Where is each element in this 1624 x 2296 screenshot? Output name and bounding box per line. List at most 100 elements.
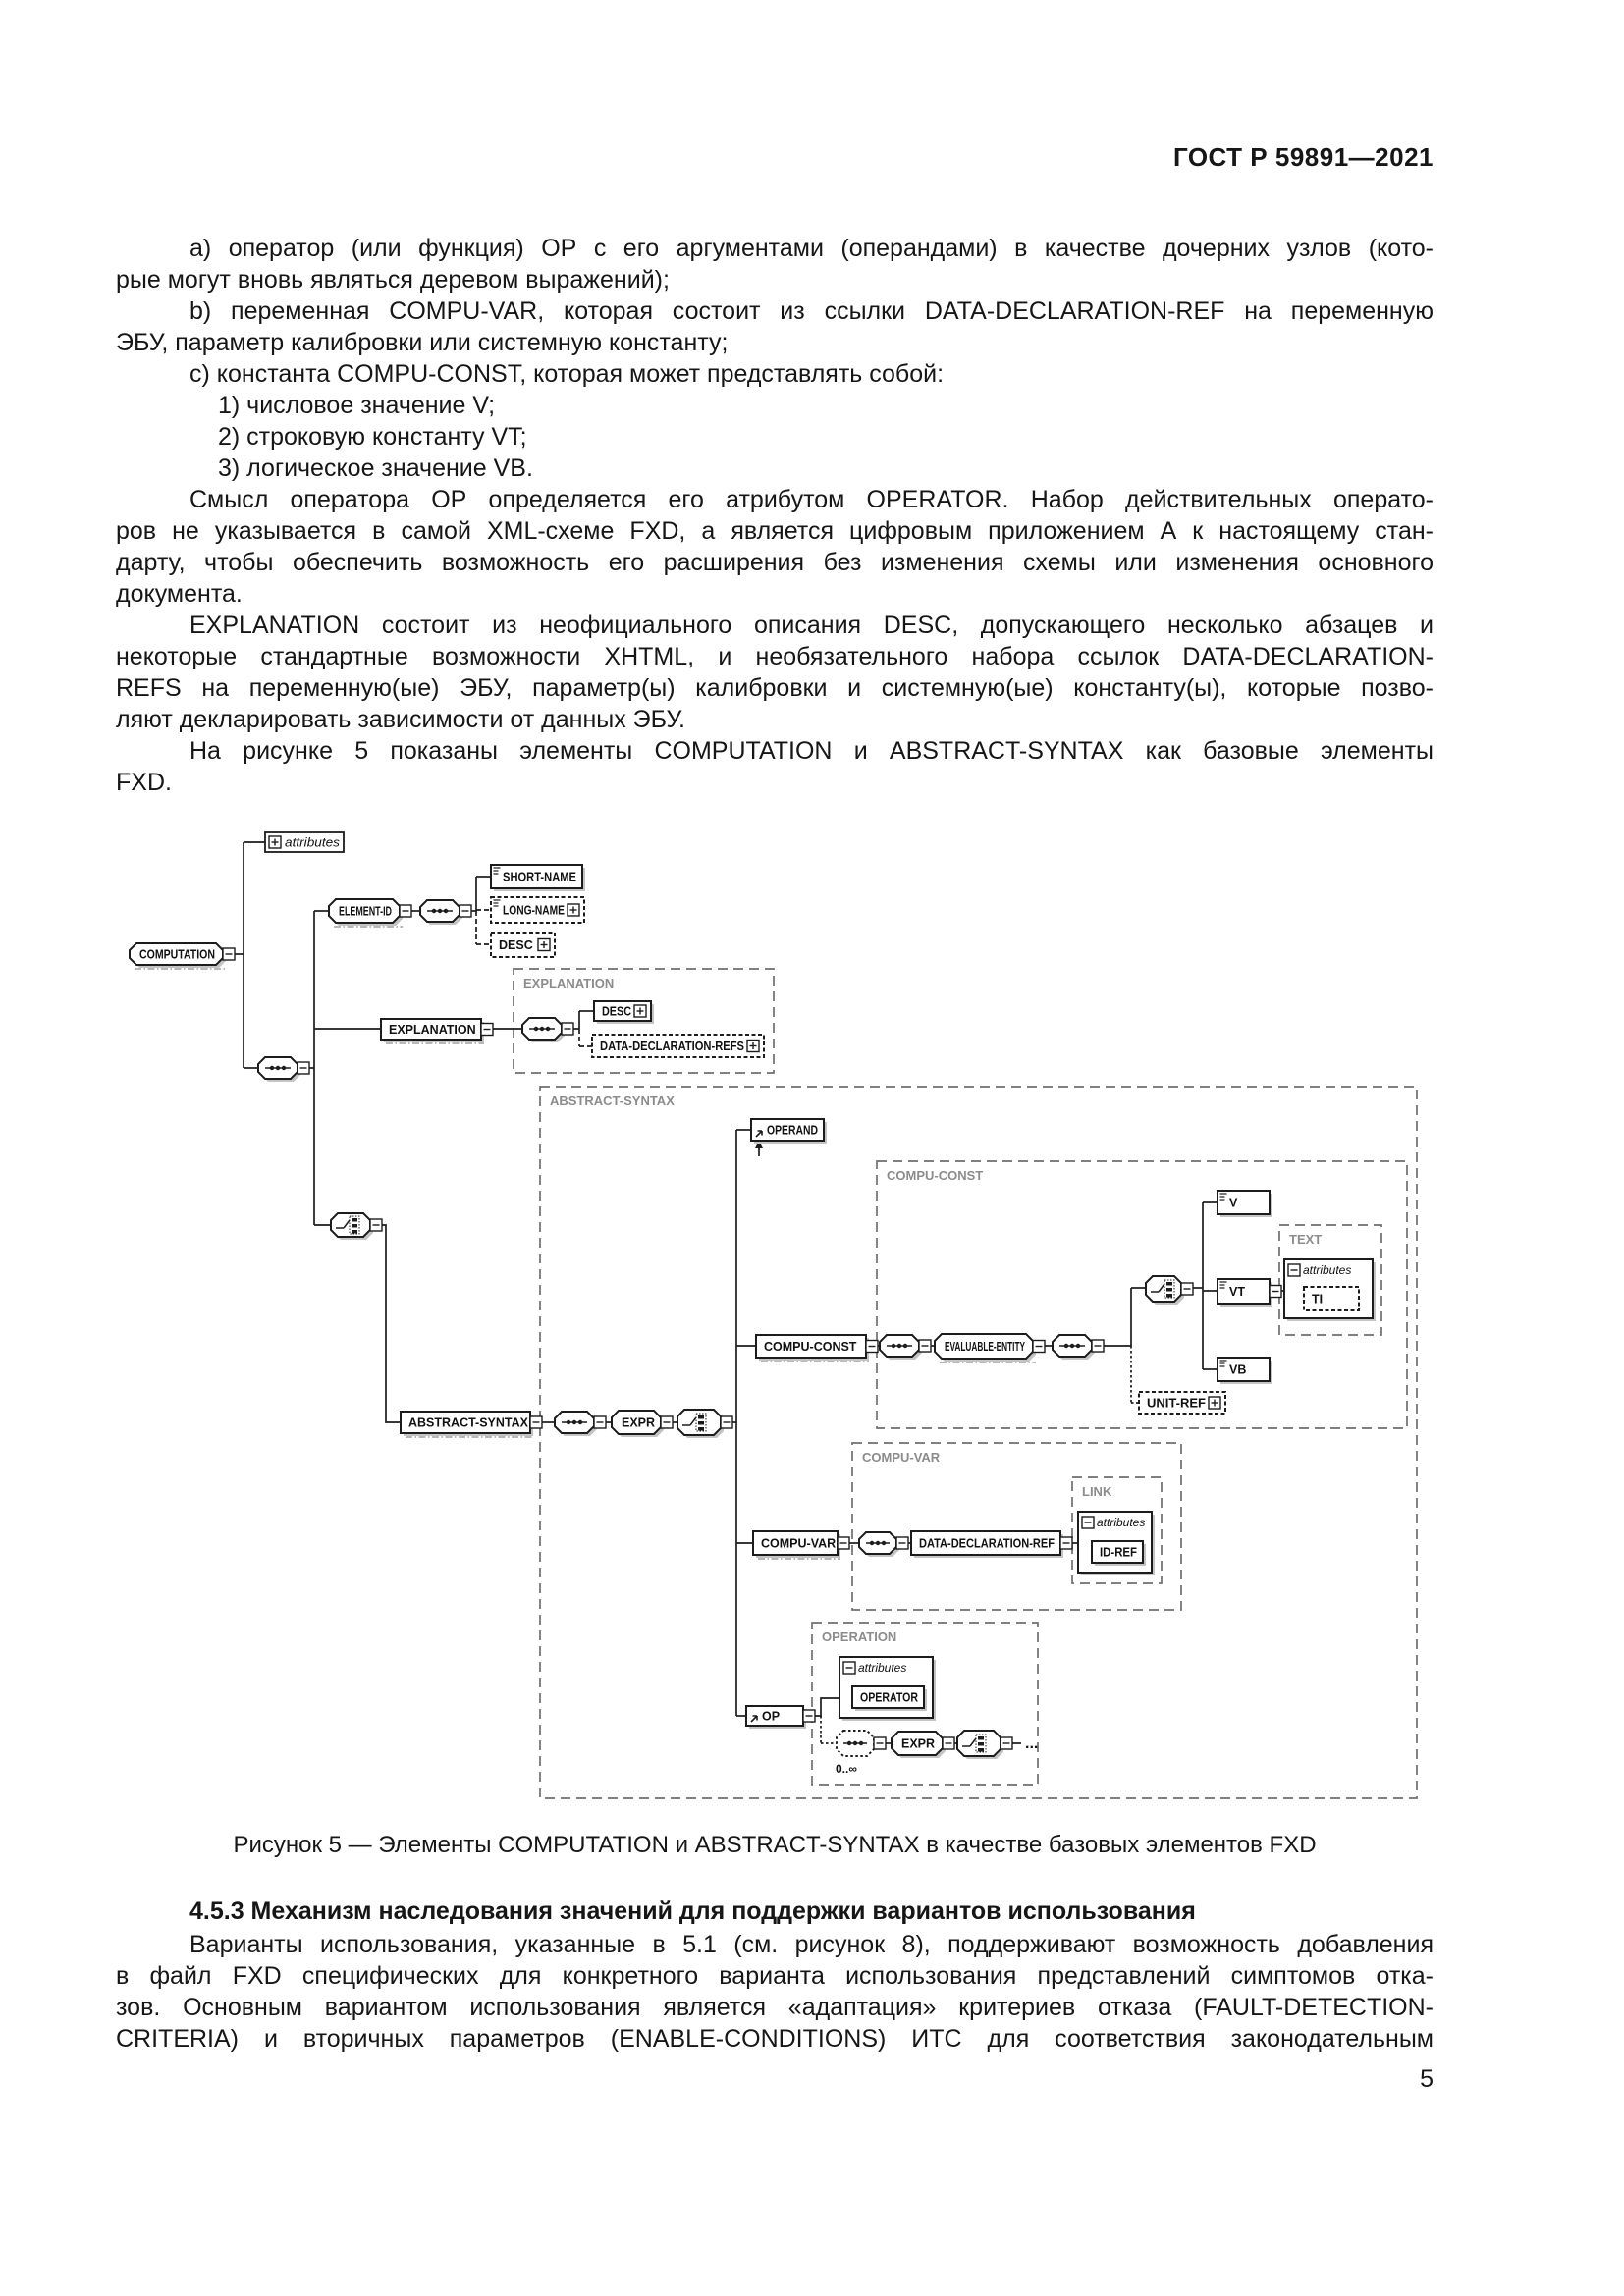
text-line: ЭБУ, параметр калибровки или системную к… bbox=[116, 329, 729, 356]
text-line: На рисунке 5 показаны элементы COMPUTATI… bbox=[189, 737, 1434, 765]
node-vt: VT bbox=[1217, 1278, 1282, 1307]
svg-text:LONG-NAME: LONG-NAME bbox=[503, 904, 565, 918]
node-seq-cc2 bbox=[1052, 1334, 1105, 1360]
text-line: REFS на переменную(ые) ЭБУ, параметр(ы) … bbox=[116, 674, 1434, 702]
svg-text:EXPR: EXPR bbox=[901, 1737, 935, 1751]
frame-explanation: EXPLANATION bbox=[513, 968, 775, 1074]
text-line: 3) логическое значение VB. bbox=[218, 454, 533, 482]
node-op: OP bbox=[745, 1705, 816, 1729]
figure5-diagram: EXPLANATION ABSTRACT-SYNTAX COMPU-CONST TEX… bbox=[129, 831, 1418, 1799]
svg-text:DATA-DECLARATION-REFS: DATA-DECLARATION-REFS bbox=[600, 1040, 744, 1053]
node-computation: COMPUTATION bbox=[129, 942, 236, 970]
node-data-declaration-refs: DATA-DECLARATION-REFS bbox=[591, 1034, 765, 1058]
svg-text:COMPU-CONST: COMPU-CONST bbox=[764, 1340, 857, 1354]
svg-text:VT: VT bbox=[1229, 1285, 1245, 1299]
node-vb: VB bbox=[1217, 1357, 1272, 1384]
text-line: b) переменная COMPU-VAR, которая состоит… bbox=[189, 297, 1434, 325]
node-compu-var: COMPU-VAR bbox=[752, 1530, 850, 1560]
node-expr-1: EXPR bbox=[611, 1410, 674, 1437]
svg-text:SHORT-NAME: SHORT-NAME bbox=[503, 871, 576, 884]
page-header: ГОСТ Р 59891—2021 bbox=[1172, 142, 1434, 172]
text-line: в файл FXD специфических для конкретного… bbox=[116, 1962, 1434, 1990]
text-line: ров не указывается в самой XML-схеме FXD… bbox=[116, 517, 1434, 545]
page-number: 5 bbox=[1420, 2065, 1434, 2093]
frame-compu-var: COMPU-VAR bbox=[851, 1442, 1182, 1611]
svg-text:TEXT: TEXT bbox=[1289, 1232, 1322, 1247]
node-seq-as bbox=[554, 1411, 607, 1436]
node-seq-explanation bbox=[521, 1017, 574, 1042]
text-line: рые могут вновь являться деревом выражен… bbox=[116, 266, 670, 294]
svg-text:DATA-DECLARATION-REF: DATA-DECLARATION-REF bbox=[919, 1537, 1055, 1551]
svg-text:COMPU-CONST: COMPU-CONST bbox=[887, 1168, 983, 1183]
text-line: документа. bbox=[116, 580, 243, 608]
svg-text:VB: VB bbox=[1229, 1363, 1246, 1377]
figure5-caption: Рисунок 5 — Элементы COMPUTATION и ABSTR… bbox=[233, 1832, 1317, 1858]
svg-text:attributes: attributes bbox=[858, 1661, 906, 1675]
section-heading: 4.5.3 Механизм наследования значений для… bbox=[189, 1897, 1196, 1925]
body-text-section: Варианты использования, указанные в 5.1 … bbox=[116, 1929, 1434, 2055]
svg-text:EXPLANATION: EXPLANATION bbox=[523, 976, 614, 990]
text-line: CRITERIA) и вторичных параметров (ENABLE… bbox=[116, 2025, 1434, 2053]
svg-text:attributes: attributes bbox=[1303, 1263, 1351, 1277]
text-line: некоторые стандартные возможности XHTML,… bbox=[116, 643, 1434, 670]
text-line: Варианты использования, указанные в 5.1 … bbox=[189, 1931, 1434, 1958]
text-line: EXPLANATION состоит из неофициального оп… bbox=[189, 612, 1434, 639]
node-short-name: SHORT-NAME bbox=[490, 864, 585, 891]
svg-text:LINK: LINK bbox=[1082, 1484, 1112, 1499]
svg-text:ABSTRACT-SYNTAX: ABSTRACT-SYNTAX bbox=[550, 1094, 675, 1108]
svg-text:ID-REF: ID-REF bbox=[1100, 1546, 1137, 1560]
text-line: зов. Основным вариантом использования яв… bbox=[116, 1994, 1434, 2021]
node-id-ref: ID-REF bbox=[1091, 1540, 1146, 1566]
node-seq-cv bbox=[858, 1531, 909, 1557]
label-ellipsis: ... bbox=[1025, 1735, 1038, 1752]
node-element-id: ELEMENT-ID bbox=[328, 898, 412, 928]
node-computation-attributes: attributes bbox=[264, 831, 345, 853]
node-explanation: EXPLANATION bbox=[380, 1018, 494, 1044]
node-seq-main bbox=[257, 1056, 310, 1082]
node-data-declaration-ref: DATA-DECLARATION-REF bbox=[910, 1530, 1073, 1558]
svg-text:TI: TI bbox=[1312, 1293, 1323, 1307]
text-line: FXD. bbox=[116, 769, 172, 796]
node-long-name: LONG-NAME bbox=[490, 896, 585, 924]
body-text-top: а) оператор (или функция) ОР с его аргум… bbox=[116, 233, 1434, 798]
label-occurs: 0..∞ bbox=[836, 1762, 857, 1776]
node-desc-2: DESC bbox=[593, 1000, 654, 1024]
node-desc-1: DESC bbox=[490, 932, 556, 958]
svg-text:EVALUABLE-ENTITY: EVALUABLE-ENTITY bbox=[945, 1340, 1025, 1354]
svg-text:EXPR: EXPR bbox=[622, 1416, 655, 1430]
svg-text:OPERATION: OPERATION bbox=[822, 1629, 896, 1644]
svg-text:OP: OP bbox=[762, 1710, 780, 1724]
svg-text:COMPUTATION: COMPUTATION bbox=[139, 948, 215, 962]
text-line: 2) строковую константу VT; bbox=[218, 423, 527, 451]
node-operator: OPERATOR bbox=[851, 1685, 927, 1711]
svg-text:ABSTRACT-SYNTAX: ABSTRACT-SYNTAX bbox=[408, 1416, 529, 1430]
text-line: дарту, чтобы обеспечить возможность его … bbox=[116, 549, 1434, 576]
svg-text:COMPU-VAR: COMPU-VAR bbox=[761, 1537, 836, 1551]
node-choice-main bbox=[330, 1212, 383, 1240]
node-abstract-syntax: ABSTRACT-SYNTAX bbox=[400, 1411, 543, 1438]
node-unit-ref: UNIT-REF bbox=[1138, 1391, 1226, 1415]
node-choice-op bbox=[956, 1730, 1013, 1759]
node-operand: OPERAND bbox=[750, 1118, 827, 1144]
svg-text:OPERAND: OPERAND bbox=[767, 1124, 818, 1138]
node-choice-expr bbox=[677, 1409, 733, 1438]
node-evaluable-entity: EVALUABLE-ENTITY bbox=[934, 1333, 1046, 1363]
text-line: ляют декларировать зависимости от данных… bbox=[116, 706, 685, 733]
node-seq-cc1 bbox=[879, 1334, 932, 1360]
text-line: Смысл оператора ОР определяется его атри… bbox=[189, 486, 1434, 513]
node-compu-const: COMPU-CONST bbox=[755, 1334, 879, 1362]
svg-text:attributes: attributes bbox=[1097, 1516, 1145, 1529]
frame-abstract-syntax: ABSTRACT-SYNTAX bbox=[539, 1086, 1418, 1799]
svg-text:V: V bbox=[1229, 1197, 1238, 1210]
frame-compu-const: COMPU-CONST bbox=[876, 1160, 1408, 1429]
node-seq-op bbox=[836, 1730, 887, 1757]
frame-text: TEXT bbox=[1278, 1224, 1382, 1336]
svg-text:attributes: attributes bbox=[285, 836, 340, 850]
text-line: c) константа COMPU-CONST, которая может … bbox=[189, 360, 945, 388]
svg-text:EXPLANATION: EXPLANATION bbox=[389, 1023, 476, 1037]
node-seq-element-id bbox=[419, 899, 472, 925]
node-choice-cc bbox=[1145, 1275, 1194, 1305]
frame-operation: OPERATION bbox=[811, 1622, 1039, 1786]
text-line: а) оператор (или функция) ОР с его аргум… bbox=[189, 235, 1434, 262]
